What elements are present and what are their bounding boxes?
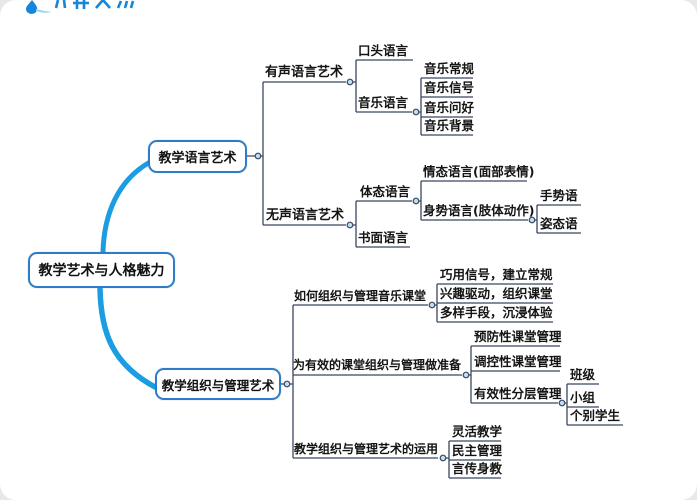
node-shoushi[interactable]: 手势语 bbox=[540, 188, 578, 203]
node-xingqu[interactable]: 兴趣驱动，组织课堂 bbox=[440, 286, 553, 301]
watermark-swoosh bbox=[36, 9, 52, 13]
branch1-connectors bbox=[247, 59, 581, 248]
node-duoyang[interactable]: 多样手段，沉浸体验 bbox=[440, 305, 553, 320]
junction-dots bbox=[254, 78, 566, 462]
node-yinyue-xinhao[interactable]: 音乐信号 bbox=[424, 80, 475, 95]
node-linghuo[interactable]: 灵活教学 bbox=[452, 424, 503, 439]
node-ruhe[interactable]: 如何组织与管理音乐课堂 bbox=[294, 289, 427, 303]
node-titai[interactable]: 体态语言 bbox=[360, 184, 411, 199]
node-xiaozu[interactable]: 小组 bbox=[570, 390, 596, 405]
node-yinyue-changgui[interactable]: 音乐常规 bbox=[424, 61, 475, 76]
node-yousheng[interactable]: 有声语言艺术 bbox=[265, 65, 344, 80]
node-zitai[interactable]: 姿态语 bbox=[540, 216, 578, 231]
node-shumian[interactable]: 书面语言 bbox=[358, 230, 409, 245]
node-minzhu[interactable]: 民主管理 bbox=[452, 443, 503, 458]
node-qingtai[interactable]: 情态语言(面部表情) bbox=[423, 164, 535, 179]
node-tiaokong[interactable]: 调控性课堂管理 bbox=[474, 354, 562, 369]
node-youxiao[interactable]: 有效性分层管理 bbox=[474, 386, 562, 401]
node-yufang[interactable]: 预防性课堂管理 bbox=[474, 329, 562, 344]
node-yinyue-beijing[interactable]: 音乐背景 bbox=[424, 118, 475, 133]
node-branch-language[interactable]: 教学语言艺术 bbox=[148, 140, 247, 173]
watermark-logo bbox=[26, 0, 135, 15]
node-branch-organization[interactable]: 教学组织与管理艺术 bbox=[155, 368, 281, 400]
root-branch-curves bbox=[97, 159, 158, 390]
node-banji[interactable]: 班级 bbox=[570, 367, 596, 382]
node-koutou[interactable]: 口头语言 bbox=[358, 43, 409, 58]
node-yinyue-wenhao[interactable]: 音乐问好 bbox=[424, 100, 475, 115]
node-wusheng[interactable]: 无声语言艺术 bbox=[266, 208, 345, 223]
node-shenshi[interactable]: 身势语言(肢体动作) bbox=[423, 203, 535, 218]
node-qiaoyong[interactable]: 巧用信号，建立常规 bbox=[440, 267, 553, 282]
node-yanchuan[interactable]: 言传身教 bbox=[452, 461, 503, 476]
node-gebie[interactable]: 个别学生 bbox=[570, 408, 621, 423]
drop-icon bbox=[26, 0, 38, 15]
branch2-connectors bbox=[279, 283, 623, 479]
node-root[interactable]: 教学艺术与人格魅力 bbox=[28, 252, 175, 288]
node-weiyouxiao[interactable]: 为有效的课堂组织与管理做准备 bbox=[293, 358, 462, 372]
node-yunyong[interactable]: 教学组织与管理艺术的运用 bbox=[294, 442, 439, 456]
node-yinyue-yuyan[interactable]: 音乐语言 bbox=[358, 95, 409, 110]
watermark-fragment bbox=[54, 0, 135, 9]
